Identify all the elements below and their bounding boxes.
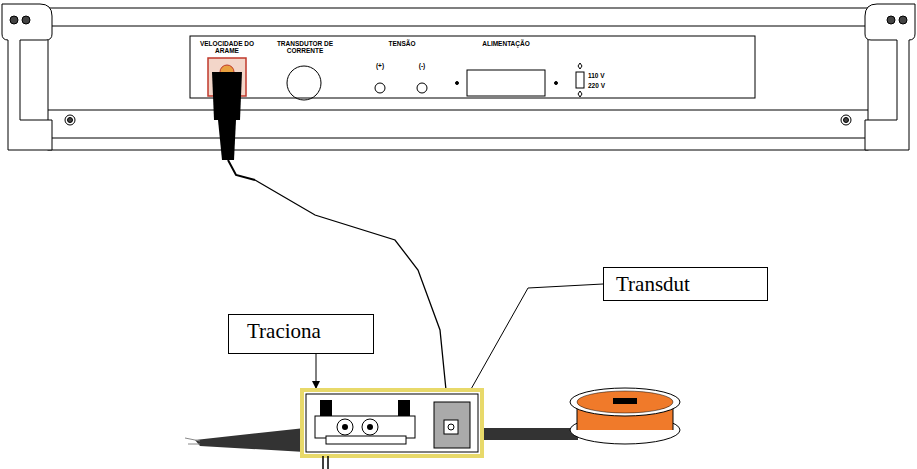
wire-speed-connector bbox=[208, 58, 255, 180]
front-panel bbox=[2, 4, 915, 150]
panel-label: (+) bbox=[366, 62, 394, 69]
panel-label: VELOCIDADE DO ARAME bbox=[196, 40, 258, 54]
panel-label: ALIMENTAÇÃO bbox=[470, 40, 542, 47]
panel-label: 110 V bbox=[588, 72, 620, 79]
panel-label: TRANSDUTOR DE CORRENTE bbox=[272, 40, 338, 54]
panel-label: TENSÃO bbox=[362, 40, 442, 47]
callout-text: Traciona bbox=[247, 319, 355, 343]
wire-feeder bbox=[185, 388, 680, 469]
leader-line bbox=[466, 284, 603, 398]
panel-label: 220 V bbox=[588, 82, 620, 89]
callout-box: Transdut bbox=[603, 267, 768, 301]
callout-box: Traciona bbox=[228, 314, 374, 354]
panel-label: (-) bbox=[408, 62, 436, 69]
callout-text: Transdut bbox=[616, 272, 755, 296]
signal-cable bbox=[255, 180, 447, 400]
